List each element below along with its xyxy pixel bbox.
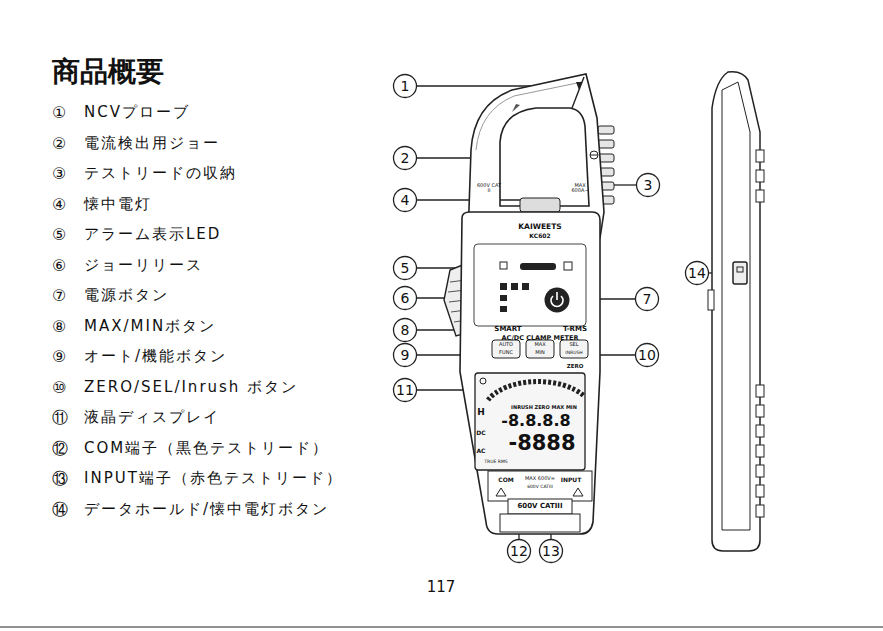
- part-name: 電流検出用ジョー: [84, 136, 220, 152]
- jaw-marking: MAX 600A~: [567, 183, 593, 194]
- button-text: SEL: [569, 342, 578, 347]
- side-view: [708, 72, 764, 551]
- brand-name: KAIWEETS: [518, 223, 561, 231]
- model-name: KC602: [529, 233, 550, 239]
- list-number: ⑫: [52, 440, 68, 457]
- list-number: ⑤: [52, 227, 66, 244]
- callout-number: 3: [644, 178, 653, 193]
- part-name: 懐中電灯: [84, 197, 152, 213]
- panel-text: SMART: [494, 326, 521, 333]
- button-text: AUTO: [499, 342, 513, 347]
- panel-text: AC/DC CLAMP METER: [502, 335, 579, 342]
- button-text: MAX: [534, 342, 545, 347]
- alarm-led: [520, 263, 556, 270]
- callout-number: 7: [643, 292, 652, 307]
- terminal-text: 600V CATIII: [527, 485, 553, 490]
- callout-number: 12: [510, 544, 528, 559]
- callout-number: 5: [401, 261, 410, 276]
- flashlight: [520, 198, 560, 212]
- terminal-text: 600V CATIII: [517, 503, 562, 510]
- list-number: ⑥: [52, 257, 66, 274]
- part-name: データホールド/懐中電灯ボタン: [84, 502, 329, 518]
- callout-number: 8: [401, 323, 410, 338]
- button-text: INRUSH: [565, 351, 582, 356]
- list-number: ⑩: [52, 379, 66, 396]
- terminal-text: COM: [498, 477, 513, 483]
- lcd: [475, 373, 585, 470]
- lcd-text: DC: [476, 430, 485, 436]
- terminal-text: INPUT: [561, 477, 582, 483]
- part-name: ジョーリリース: [84, 258, 203, 274]
- part-name: アラーム表示LED: [84, 227, 221, 243]
- list-number: ⑬: [52, 471, 68, 488]
- list-number: ⑨: [52, 349, 66, 366]
- list-number: ②: [52, 135, 66, 152]
- list-number: ①: [52, 105, 66, 122]
- lcd-digits: -8.8.8.8: [501, 413, 570, 430]
- part-name: INPUT端子（赤色テストリード）: [84, 471, 343, 487]
- lcd-digits: -8888: [508, 432, 575, 454]
- callout-number: 14: [688, 266, 706, 281]
- part-name: COM端子（黒色テストリード）: [84, 441, 329, 457]
- meter-body: [460, 212, 600, 534]
- callout-number: 6: [401, 291, 410, 306]
- leader-lines: [417, 86, 733, 539]
- jaw-marking: 600V CAT II: [476, 183, 502, 194]
- part-name: NCVプローブ: [84, 105, 190, 121]
- page-rule: [0, 627, 883, 628]
- list-number: ⑭: [52, 501, 68, 518]
- lcd-text: AC: [476, 448, 485, 454]
- callout-number: 2: [401, 151, 410, 166]
- lcd-text: TRUE RMS: [484, 460, 507, 465]
- button-text: MIN: [535, 350, 545, 355]
- part-name: ZERO/SEL/Inrush ボタン: [84, 380, 298, 396]
- lcd-text: H: [477, 408, 485, 417]
- part-name: 液晶ディスプレイ: [84, 410, 220, 426]
- callout-number: 9: [401, 348, 410, 363]
- part-name: 電源ボタン: [84, 288, 169, 304]
- callout-number: 13: [542, 544, 560, 559]
- callout-number: 4: [401, 193, 410, 208]
- part-name: MAX/MINボタン: [84, 319, 216, 335]
- page-number: 117: [427, 580, 456, 596]
- part-name: オート/機能ボタン: [84, 349, 227, 365]
- power-button: [545, 288, 570, 313]
- list-number: ⑪: [52, 410, 68, 427]
- part-name: テストリードの収納: [84, 166, 237, 182]
- terminal-text: MAX 600V=: [525, 476, 555, 481]
- button-text: ZERO: [567, 364, 584, 370]
- list-number: ④: [52, 196, 66, 213]
- button-text: FUNC: [499, 350, 513, 355]
- callout-number: 10: [638, 348, 656, 363]
- callout-number: 1: [401, 79, 410, 94]
- lcd-text: INRUSH ZERO MAX MIN: [511, 405, 577, 410]
- callout-circles: [394, 75, 709, 563]
- callout-number: 11: [396, 383, 414, 398]
- list-number: ⑦: [52, 288, 66, 305]
- page-title: 商品概要: [52, 57, 164, 86]
- panel-text: T-RMS: [563, 326, 587, 333]
- list-number: ⑧: [52, 318, 66, 335]
- list-number: ③: [52, 166, 66, 183]
